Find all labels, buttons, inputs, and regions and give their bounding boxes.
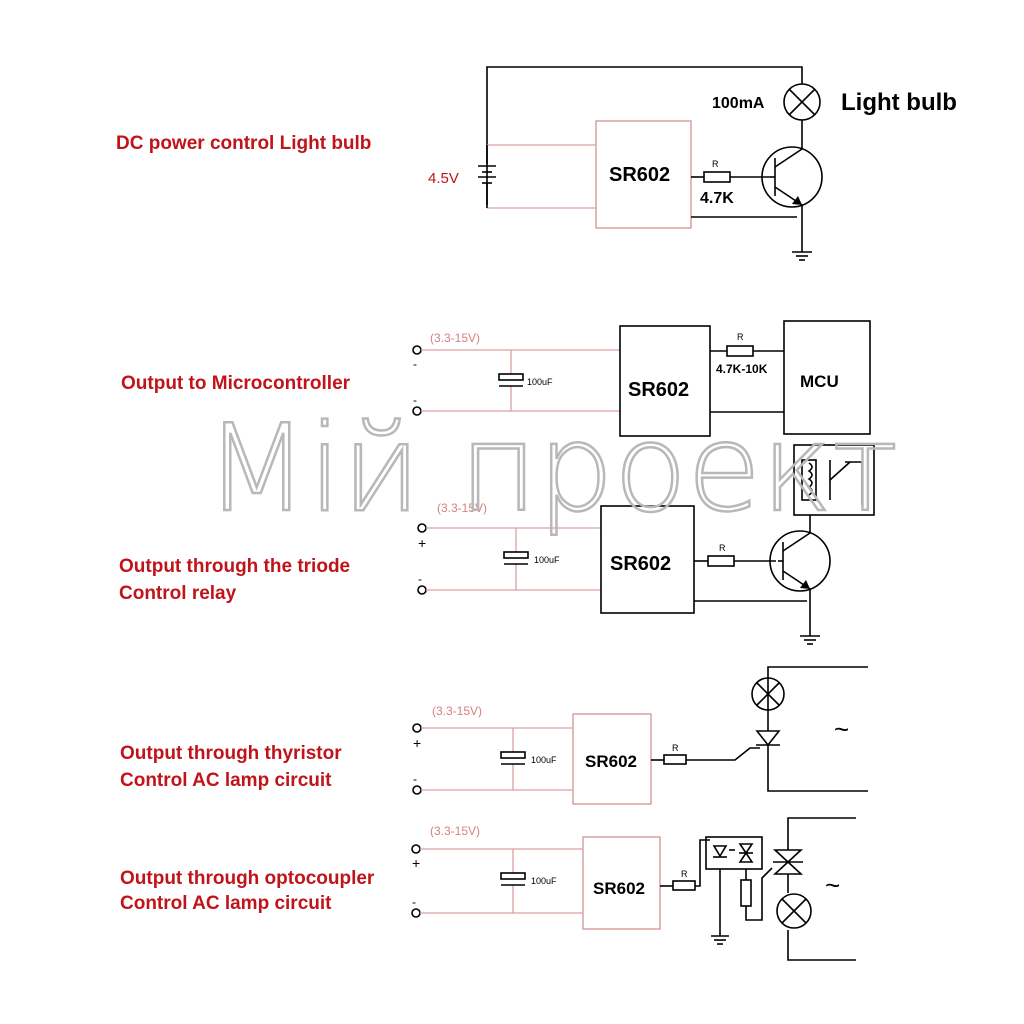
circuit4-sr602-module [572, 713, 652, 805]
thyristor-icon [755, 712, 781, 755]
circuit5-led-wire [695, 839, 710, 887]
circuit2-resistor-icon [726, 345, 754, 357]
circuit-dc-light-bulb: DC power control Light bulb 4.5V SR602 R… [116, 66, 957, 261]
circuit5-resistor-tag: R [681, 869, 688, 879]
circuit3-chip-label: SR602 [610, 553, 671, 575]
ground-icon [792, 251, 812, 261]
circuit4-chip-label: SR602 [585, 752, 637, 771]
circuit2-capacitor-icon [498, 373, 524, 387]
circuit4-resistor-tag: R [672, 743, 679, 753]
circuit3-voltage: (3.3-15V) [437, 501, 487, 515]
circuit5-plus-symbol: + [412, 855, 420, 871]
circuit4-bottom-wire [767, 755, 868, 792]
circuit1-load-label: Light bulb [841, 89, 957, 116]
npn-transistor-icon [761, 146, 823, 208]
watermark-text: Мій проект [205, 400, 898, 539]
circuit5-bottom-wire [787, 930, 856, 961]
circuit4-title-line2: Control AC lamp circuit [120, 770, 332, 791]
circuit5-plus-terminal-icon [411, 844, 421, 854]
circuit5-top-wire [787, 817, 856, 850]
circuit2-sr602-module [619, 325, 711, 437]
light-bulb-icon [783, 83, 821, 121]
circuit5-ground-icon [711, 935, 729, 945]
circuit1-voltage: 4.5V [428, 170, 459, 187]
circuit3-npn-transistor-icon [769, 530, 831, 592]
circuit5-ac-symbol: ~ [825, 870, 840, 900]
circuit5-capacitor-value: 100uF [531, 876, 557, 886]
circuit-optocoupler-ac: Output through optocoupler Control AC la… [120, 817, 856, 961]
circuit1-top-wire [486, 66, 803, 205]
circuit3-resistor-icon [707, 555, 735, 567]
circuit3-resistor-tag: R [719, 543, 726, 553]
battery-icon [478, 165, 496, 184]
circuit1-resistor-tag: R [712, 159, 719, 169]
circuit1-current: 100mA [712, 95, 765, 112]
circuit5-sr602-module [582, 836, 661, 930]
circuit4-minus-terminal-icon [412, 785, 422, 795]
circuit3-capacitor-value: 100uF [534, 555, 560, 565]
circuit3-plus-symbol: + [418, 535, 426, 551]
circuit3-title-line2: Control relay [119, 583, 237, 604]
circuit4-resistor-icon [663, 754, 687, 765]
circuit4-title-line1: Output through thyristor [120, 743, 342, 764]
circuit5-gate-wire [745, 867, 773, 921]
circuit5-voltage: (3.3-15V) [430, 824, 480, 838]
circuit4-ac-symbol: ~ [834, 714, 849, 744]
circuit2-title: Output to Microcontroller [121, 373, 351, 394]
circuit5-light-bulb-icon [776, 893, 812, 929]
circuit2-resistor-tag: R [737, 332, 744, 342]
circuit5-title-line1: Output through optocoupler [120, 868, 375, 889]
circuit2-plus-symbol: - [413, 357, 417, 371]
relay-icon [793, 444, 875, 516]
circuit-triode-relay: Output through the triode Control relay … [119, 444, 875, 645]
circuit4-capacitor-value: 100uF [531, 755, 557, 765]
circuit1-resistor-icon [703, 171, 731, 183]
circuit4-top-wire [767, 666, 868, 712]
circuit-output-mcu: Output to Microcontroller (3.3-15V) - - … [121, 320, 871, 437]
circuit2-load-label: MCU [800, 372, 839, 391]
circuit2-capacitor-value: 100uF [527, 377, 553, 387]
circuit3-title-line1: Output through the triode [119, 556, 350, 577]
circuit3-minus-terminal-icon [417, 585, 427, 595]
circuit2-voltage: (3.3-15V) [430, 331, 480, 345]
circuit2-minus-symbol: - [413, 393, 417, 407]
circuit-thyristor-ac: Output through thyristor Control AC lamp… [120, 666, 868, 805]
circuit2-mcu-box [783, 320, 871, 435]
circuit4-capacitor-icon [500, 751, 526, 765]
circuit3-sr602-module [600, 505, 695, 614]
circuit2-chip-label: SR602 [628, 379, 689, 401]
circuit5-chip-label: SR602 [593, 879, 645, 898]
circuit5-minus-symbol: - [412, 895, 416, 909]
circuit4-minus-symbol: - [413, 772, 417, 786]
circuit5-capacitor-icon [500, 872, 526, 886]
optocoupler-icon [705, 836, 763, 870]
circuit2-plus-terminal-icon [412, 345, 422, 355]
circuit3-capacitor-icon [503, 551, 529, 565]
circuit5-minus-terminal-icon [411, 908, 421, 918]
circuit1-title: DC power control Light bulb [116, 133, 371, 154]
circuit1-chip-label: SR602 [609, 164, 670, 186]
circuit5-title-line2: Control AC lamp circuit [120, 893, 332, 914]
circuit1-sr602-module [595, 120, 692, 229]
circuit4-plus-symbol: + [413, 735, 421, 751]
circuit5-resistor-icon [672, 880, 696, 891]
circuit4-gate-wire [686, 747, 760, 761]
circuit3-ground-icon [800, 635, 820, 645]
triac-icon [772, 849, 804, 893]
circuit4-light-bulb-icon [751, 677, 785, 711]
circuit2-resistor-value: 4.7K-10K [716, 362, 768, 376]
circuit4-plus-terminal-icon [412, 723, 422, 733]
circuit3-minus-symbol: - [418, 572, 422, 586]
circuit5-gate-resistor-icon [740, 879, 752, 907]
circuit4-voltage: (3.3-15V) [432, 704, 482, 718]
circuit1-resistor-value: 4.7K [700, 190, 734, 207]
